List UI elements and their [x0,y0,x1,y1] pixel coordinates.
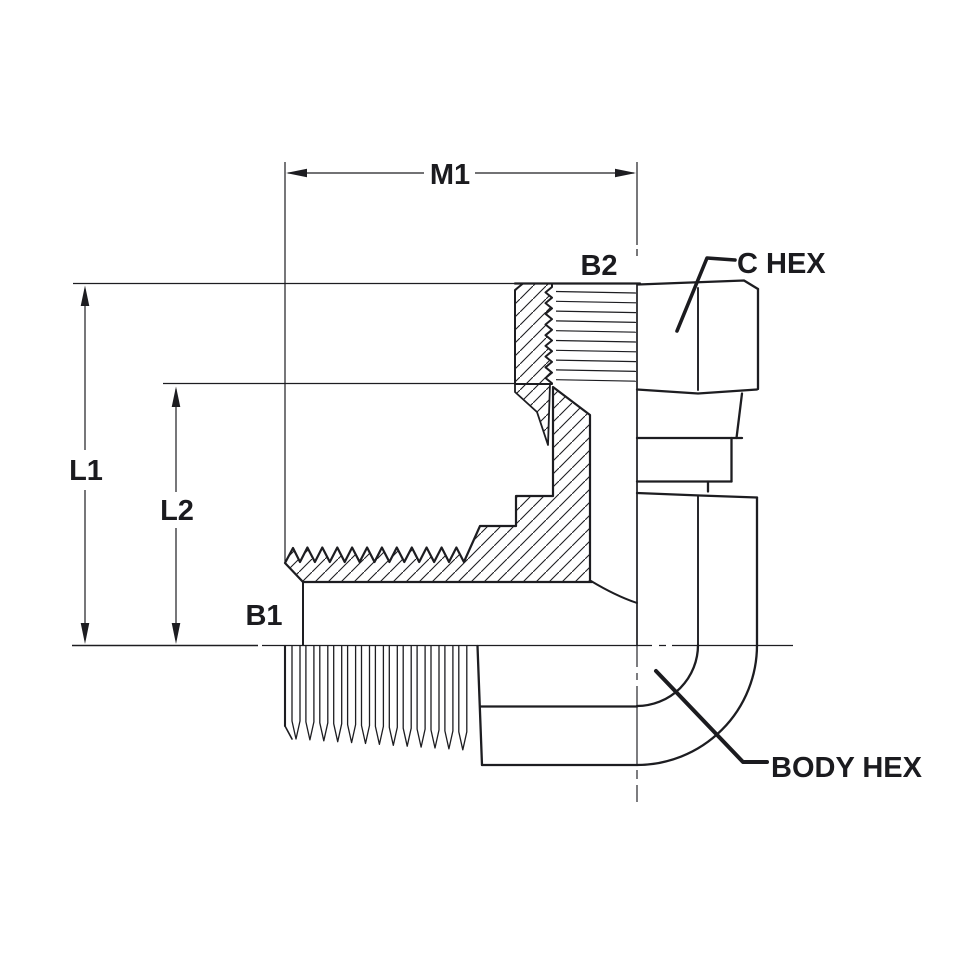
c-hex-bottom-edge [635,388,759,395]
l1-dimension-label: L1 [69,455,103,487]
body-wall-section [283,385,594,584]
c-hex-top-edge [636,279,760,291]
female-thread-line [555,320,637,323]
port-label-b1: B1 [245,600,282,632]
female-thread-line [555,339,637,343]
female-thread-line [555,330,637,333]
m1-arrow-left [286,168,307,178]
port-label-b2: B2 [580,250,617,282]
dimension-l1: L1 [69,282,515,647]
l2-arrow-bottom [171,623,181,644]
dimension-l2: L2 [160,382,515,644]
body-hex-label: BODY HEX [771,752,923,784]
swivel-nut-wall-section [514,282,553,385]
swivel-collar [635,392,744,493]
female-thread-line [555,300,637,304]
c-hex-leader-line [675,256,737,333]
c-hex-label: C HEX [737,248,826,280]
female-thread-line [555,349,637,353]
callout-c-hex: C HEX [675,248,826,333]
body-hex-elbow [476,491,759,767]
female-thread-line [555,359,637,363]
l1-arrow-bottom [80,623,90,644]
l1-arrow-top [80,285,90,306]
elbow-outer-arc [635,643,759,767]
female-thread-line [555,290,637,294]
c-hex-nut [635,279,760,395]
l2-dimension-label: L2 [160,495,194,527]
male-thread-end-chamfer [284,725,293,740]
m1-dimension-label: M1 [430,159,470,191]
bore-intersection-curve [590,580,638,604]
elbow-inner-arc [635,643,700,708]
m1-arrow-right [615,168,636,178]
body-hex-top-edge [635,491,759,499]
swivel-taper-edge [735,392,744,440]
l2-arrow-top [171,386,181,407]
body-hex-leader-line [654,669,769,764]
male-thread-crests [291,646,468,751]
swivel-nut-lip-section [514,383,551,446]
shank-end-edge [476,644,484,767]
dimension-m1: M1 [284,159,638,562]
female-thread-line [555,379,637,382]
centerlines [262,282,793,802]
callout-body-hex: BODY HEX [654,669,923,784]
female-thread-lines [555,290,637,382]
female-thread-line [555,369,637,372]
female-thread-line [555,310,637,314]
male-thread-external [283,644,468,751]
